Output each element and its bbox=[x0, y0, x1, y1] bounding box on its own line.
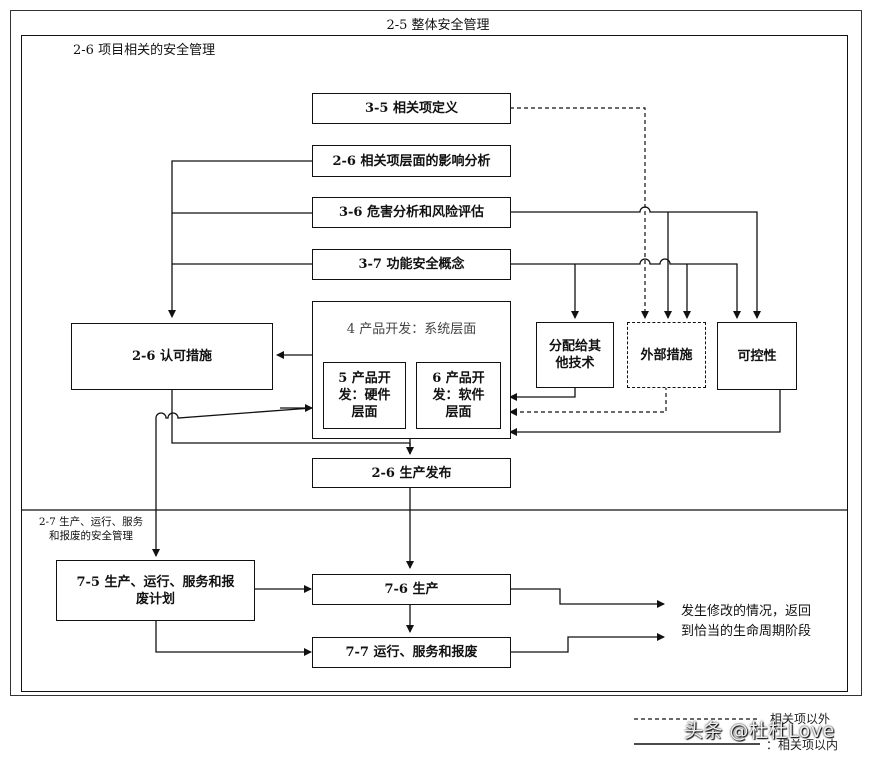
project-safety-title: 2-6 项目相关的安全管理 bbox=[73, 43, 216, 58]
other-tech-line2: 他技术 bbox=[555, 356, 595, 371]
hazard-analysis-label: 3-6 危害分析和风险评估 bbox=[338, 205, 484, 220]
arrow-itemdef-to-external bbox=[510, 107, 649, 319]
arrow-concept-to-controllability bbox=[510, 258, 741, 319]
arrow-operation-to-modification bbox=[511, 633, 665, 653]
line-planning-feedback bbox=[155, 407, 313, 514]
arrow-othertech-to-productdev bbox=[509, 386, 576, 401]
confirmation-measures-label: 2-6 认可措施 bbox=[131, 349, 212, 364]
modification-line1: 发生修改的情况，返回 bbox=[681, 604, 812, 619]
hardware-line2: 发：硬件 bbox=[338, 388, 391, 403]
functional-concept-label: 3-7 功能安全概念 bbox=[358, 257, 465, 272]
item-definition-box: 3-5 相关项定义 bbox=[312, 93, 511, 124]
arrow-hazard-to-controllability bbox=[510, 206, 761, 319]
production-release-box: 2-6 生产发布 bbox=[312, 458, 511, 488]
confirmation-measures-box: 2-6 认可措施 bbox=[71, 323, 273, 390]
software-development-box: 6 产品开 发：软件 层面 bbox=[416, 362, 501, 429]
planning-box: 7-5 生产、运行、服务和报 废计划 bbox=[56, 560, 255, 621]
arrow-production-to-modification bbox=[511, 588, 665, 608]
modification-line2: 到恰当的生命周期阶段 bbox=[681, 624, 812, 639]
arrow-impact-to-confirmation bbox=[168, 160, 314, 318]
other-technology-box: 分配给其 他技术 bbox=[536, 322, 614, 388]
arrow-external-to-productdev bbox=[509, 386, 667, 416]
project-safety-frame bbox=[21, 35, 848, 692]
functional-concept-box: 3-7 功能安全概念 bbox=[312, 249, 511, 280]
production-release-label: 2-6 生产发布 bbox=[371, 465, 452, 481]
software-line2: 发：软件 bbox=[432, 388, 485, 403]
production-safety-title-line1: 2-7 生产、运行、服务 bbox=[38, 516, 144, 528]
arrow-controllability-to-productdev bbox=[509, 390, 781, 436]
impact-analysis-box: 2-6 相关项层面的影响分析 bbox=[312, 145, 511, 177]
legend-inside-text: 相关项以内 bbox=[778, 738, 839, 752]
impact-analysis-label: 2-6 相关项层面的影响分析 bbox=[332, 153, 491, 169]
planning-line2: 废计划 bbox=[135, 591, 175, 607]
production-safety-title-line2: 和报废的安全管理 bbox=[49, 530, 133, 542]
operation-label: 7-7 运行、服务和报废 bbox=[345, 645, 478, 660]
controllability-box: 可控性 bbox=[717, 322, 797, 390]
production-safety-title: 2-7 生产、运行、服务 和报废的安全管理 bbox=[24, 515, 158, 543]
production-label: 7-6 生产 bbox=[384, 582, 439, 597]
arrow-planning-to-operation bbox=[155, 620, 312, 656]
legend-inside-label: ：相关项以内 bbox=[766, 738, 839, 752]
legend-outside-label: 相关项以外 bbox=[770, 712, 831, 726]
external-measures-box: 外部措施 bbox=[627, 322, 706, 388]
hardware-line3: 层面 bbox=[351, 405, 378, 420]
product-development-label: 4 产品开发：系统层面 bbox=[346, 322, 477, 337]
production-box: 7-6 生产 bbox=[312, 574, 511, 605]
hardware-development-box: 5 产品开 发：硬件 层面 bbox=[323, 362, 406, 429]
external-measures-label: 外部措施 bbox=[640, 347, 693, 363]
item-definition-label: 3-5 相关项定义 bbox=[364, 101, 458, 116]
hardware-line1: 5 产品开 bbox=[338, 371, 391, 386]
arrow-confirmation-to-release bbox=[171, 390, 414, 455]
planning-line1: 7-5 生产、运行、服务和报 bbox=[76, 574, 235, 590]
overall-safety-frame bbox=[10, 10, 862, 696]
operation-box: 7-7 运行、服务和报废 bbox=[312, 637, 511, 668]
overall-safety-title: 2-5 整体安全管理 bbox=[386, 18, 490, 33]
other-tech-line1: 分配给其 bbox=[548, 339, 601, 354]
hazard-analysis-box: 3-6 危害分析和风险评估 bbox=[312, 197, 511, 228]
software-line3: 层面 bbox=[445, 405, 472, 420]
watermark-text: 头条 @杜杜Love bbox=[684, 720, 835, 742]
modification-note: 发生修改的情况，返回 到恰当的生命周期阶段 bbox=[681, 602, 811, 642]
software-line1: 6 产品开 bbox=[432, 371, 485, 386]
controllability-label: 可控性 bbox=[737, 348, 777, 364]
